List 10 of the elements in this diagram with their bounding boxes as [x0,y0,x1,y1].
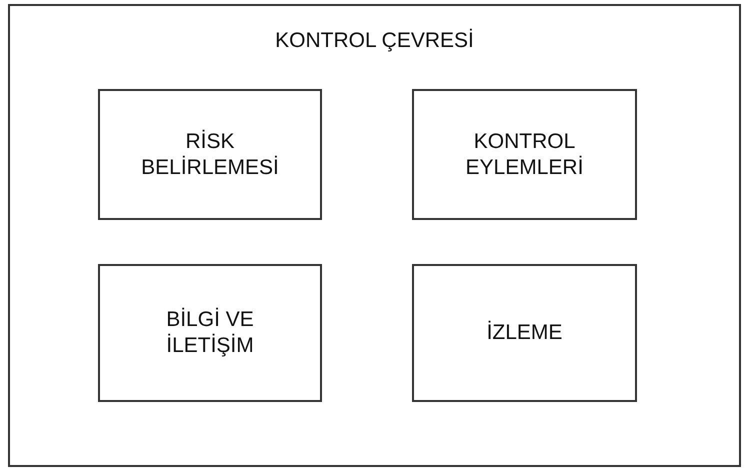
frame-box [8,4,741,467]
component-box [412,264,637,402]
frame-title: KONTROL ÇEVRESİ [274,28,475,54]
component-box [412,89,637,220]
component-box [98,264,322,402]
box-label: KONTROL EYLEMLERİ [464,128,584,180]
box-label: İZLEME [486,320,564,346]
box-label: RİSK BELİRLEMESİ [140,128,280,180]
box-label: BİLGİ VE İLETİŞİM [165,306,255,359]
component-box [98,89,322,220]
